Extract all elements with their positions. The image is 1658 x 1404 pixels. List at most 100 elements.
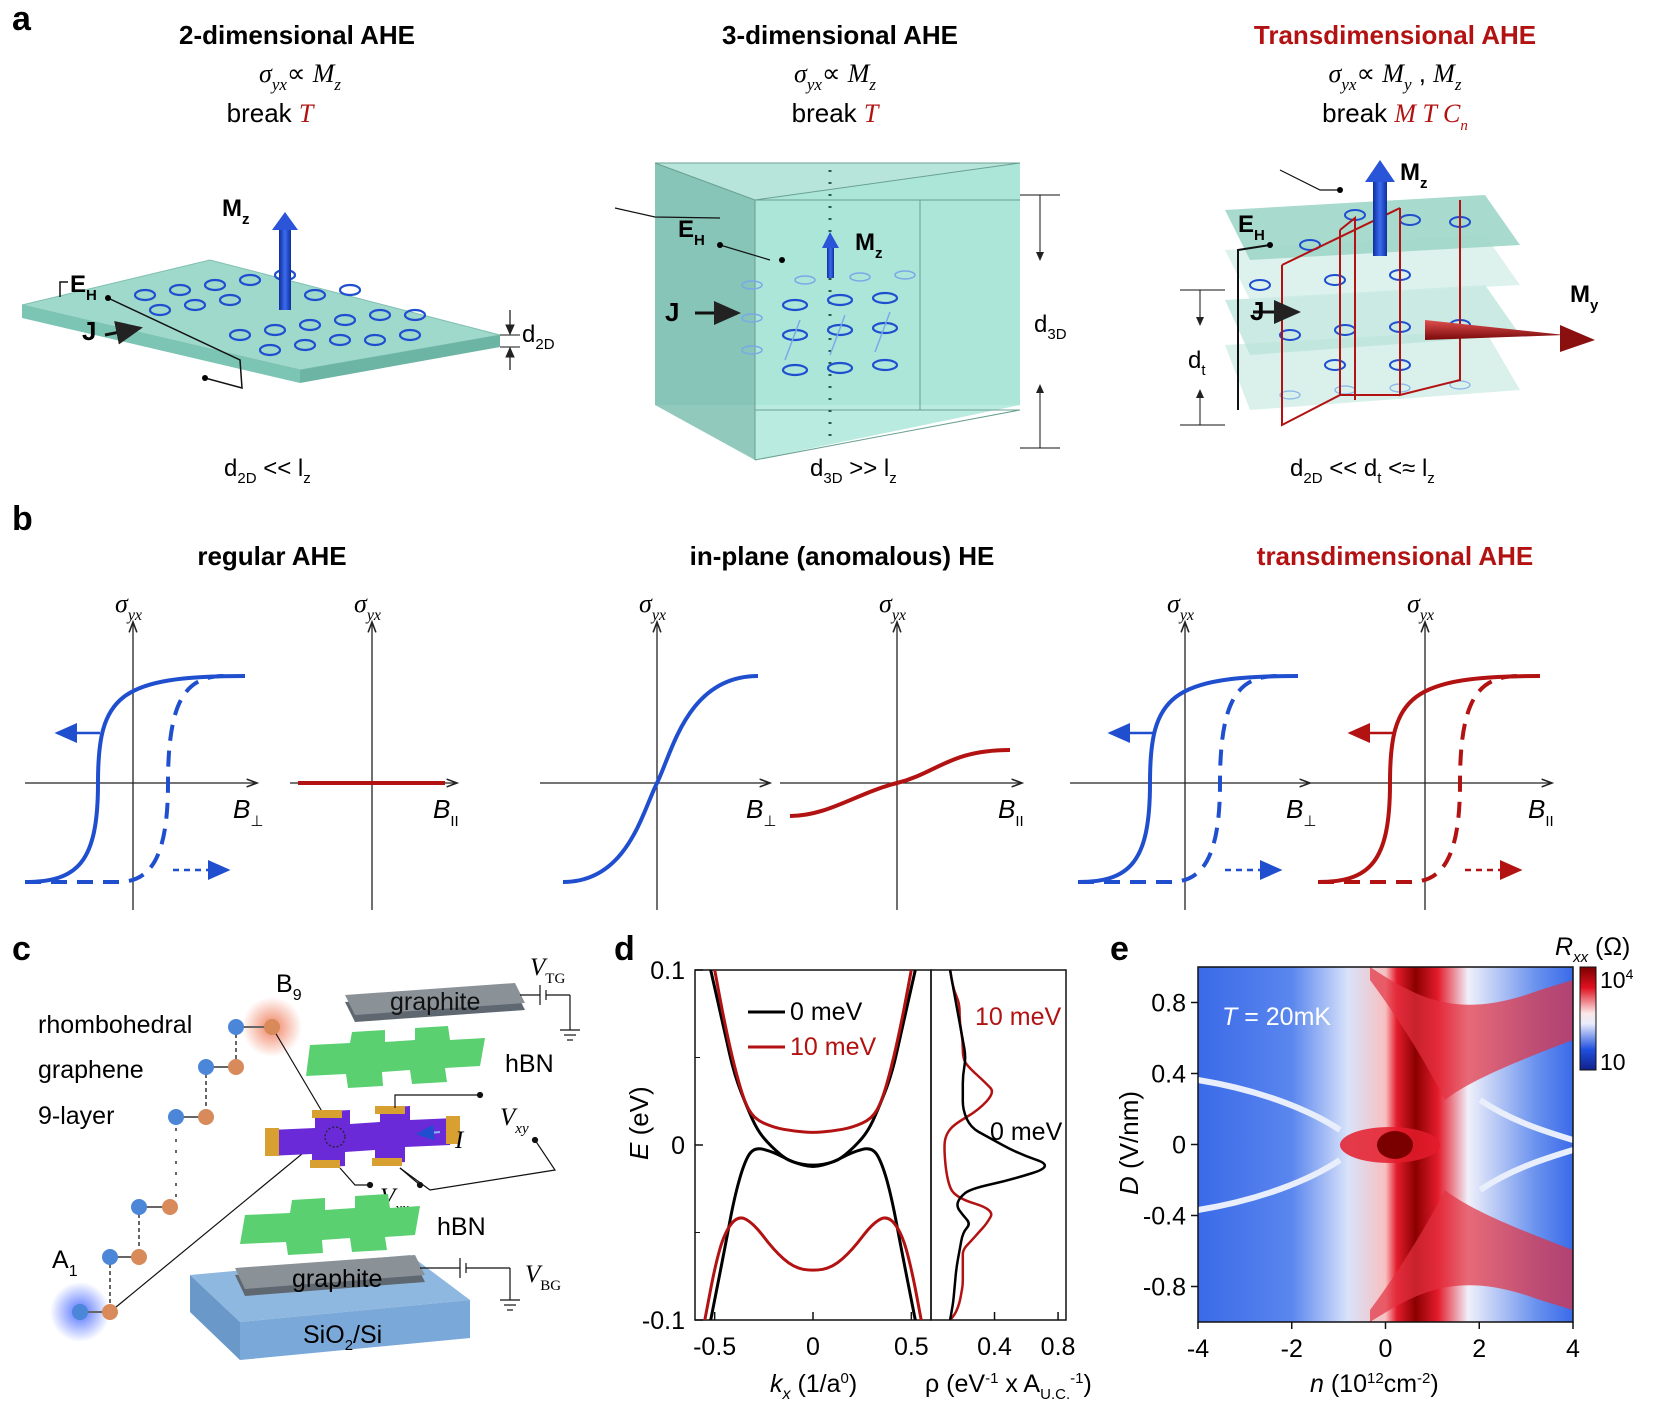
x-axis-label: BII	[1528, 794, 1554, 830]
mz-arrow-3d	[827, 245, 834, 278]
j-label-trans: J	[1250, 296, 1264, 326]
title-trans-ahe: Transdimensional AHE	[1254, 20, 1536, 50]
title-trans-ahe-b: transdimensional AHE	[1257, 541, 1533, 571]
y-axis-label: σyx	[879, 589, 906, 624]
title-2d-ahe: 2-dimensional AHE	[179, 20, 415, 50]
label-current: I	[454, 1127, 465, 1154]
x-tick-label: 0.4	[977, 1333, 1012, 1361]
x-tick-label: 0.5	[894, 1333, 929, 1361]
x-tick-label: 0	[1379, 1335, 1393, 1363]
eh-label-3d: EH	[678, 216, 705, 249]
heatmap	[1197, 967, 1574, 1322]
hysteresis-branch-up	[25, 674, 226, 884]
y-tick-label: 0.8	[1151, 990, 1186, 1018]
y-axis-label: σyx	[1407, 589, 1434, 624]
d3d-label: d3D	[1034, 311, 1067, 343]
mz-label-3d: Mz	[855, 229, 883, 262]
d-xlabel-right: ρ (eV-1 x AU.C.-1)	[925, 1370, 1092, 1403]
hbn-top-layer	[306, 1026, 485, 1088]
condition-trans: d2D << dt <≈ lz	[1290, 455, 1435, 487]
x-tick-label: 0.8	[1041, 1333, 1076, 1361]
x-axis-label: B⊥	[1286, 794, 1316, 830]
cube-3d	[614, 162, 1060, 461]
relation-trans: σyx∝ My , Mz	[1329, 58, 1462, 94]
colorbar-max: 104	[1600, 966, 1634, 993]
atoms	[72, 1019, 280, 1320]
y-axis-label: σyx	[115, 589, 142, 624]
hysteresis-branch-down	[1077, 674, 1299, 884]
y-axis-label: σyx	[639, 589, 666, 624]
hysteresis-branch-up	[1078, 674, 1279, 884]
hysteresis-branch-down	[24, 674, 246, 884]
x-axis-label: BII	[998, 794, 1024, 830]
j-label-2d: J	[82, 316, 96, 346]
e-annotation: T = 20mK	[1222, 1003, 1331, 1031]
vtg-circuit	[520, 985, 580, 1041]
break-trans: break M T Cn	[1322, 98, 1468, 134]
label-graphene: graphene	[38, 1056, 144, 1084]
dos-0mev	[948, 970, 1046, 1320]
x-tick-label: -0.5	[693, 1333, 736, 1361]
label-hbn-top: hBN	[505, 1050, 554, 1078]
label-a1: A1	[52, 1246, 78, 1280]
legend-0mev: 0 meV	[790, 998, 863, 1026]
eh-leads-2d	[107, 297, 243, 389]
label-vbg: VBG	[525, 1261, 561, 1294]
linear-response	[789, 748, 1011, 818]
d-xlabel-left: kx (1/a0)	[770, 1370, 857, 1403]
mz-arrow-trans	[1373, 178, 1387, 256]
my-arrow-trans	[1425, 320, 1565, 340]
j-label-3d: J	[665, 297, 679, 327]
dt-label: dt	[1188, 347, 1206, 379]
y-tick-label: 0.1	[650, 957, 685, 985]
eh-label-trans: EH	[1238, 211, 1265, 244]
label-vxy: Vxy	[500, 1104, 529, 1137]
panel-letter-a: a	[12, 0, 32, 38]
e-xlabel: n (1012cm-2)	[1310, 1370, 1439, 1398]
graphite-top-layer	[345, 983, 525, 1022]
panel-letter-c: c	[12, 930, 31, 968]
condition-3d: d3D >> lz	[810, 455, 897, 487]
band-0mev-valence	[709, 1147, 917, 1320]
x-axis-label: BII	[433, 794, 459, 830]
y-tick-label: 0.4	[1151, 1061, 1186, 1089]
x-tick-label: -2	[1281, 1335, 1303, 1363]
mz-label-trans: Mz	[1400, 159, 1428, 192]
hysteresis-branch-down	[1317, 674, 1541, 884]
band-10mev-conduction	[713, 970, 913, 1134]
plot-d-right-frame	[930, 969, 1067, 1321]
layer-stack	[1180, 160, 1595, 427]
title-regular-ahe: regular AHE	[197, 541, 346, 571]
mz-label-2d: Mz	[222, 195, 250, 228]
sigmoid-response	[562, 674, 759, 884]
band-10mev-valence	[703, 1216, 923, 1320]
label-b9: B9	[276, 970, 302, 1004]
x-tick-label: 0	[806, 1333, 820, 1361]
e-ylabel: D (V/nm)	[1114, 1091, 1144, 1195]
y-tick-label: 0	[1172, 1132, 1186, 1160]
y-axis-label: σyx	[1167, 589, 1194, 624]
x-axis-label: B⊥	[746, 794, 776, 830]
break-3d: break T	[792, 98, 880, 128]
label-graphite-bottom: graphite	[292, 1265, 382, 1293]
colorbar-label: Rxx (Ω)	[1555, 933, 1630, 966]
label-vtg: VTG	[530, 954, 565, 987]
panel-letter-d: d	[614, 930, 635, 968]
substrate	[190, 1255, 470, 1360]
d2d-label: d2D	[522, 321, 555, 353]
y-tick-label: -0.4	[1143, 1203, 1186, 1231]
hbn-bottom-layer	[240, 1194, 420, 1255]
label-rhombohedral: rhombohedral	[38, 1011, 192, 1039]
x-tick-label: 2	[1472, 1335, 1486, 1363]
relation-2d: σyx∝ Mz	[259, 58, 341, 94]
label-0mev-dos: 0 meV	[990, 1118, 1063, 1146]
colorbar-min: 10	[1600, 1049, 1626, 1075]
label-9layer: 9-layer	[38, 1102, 114, 1130]
